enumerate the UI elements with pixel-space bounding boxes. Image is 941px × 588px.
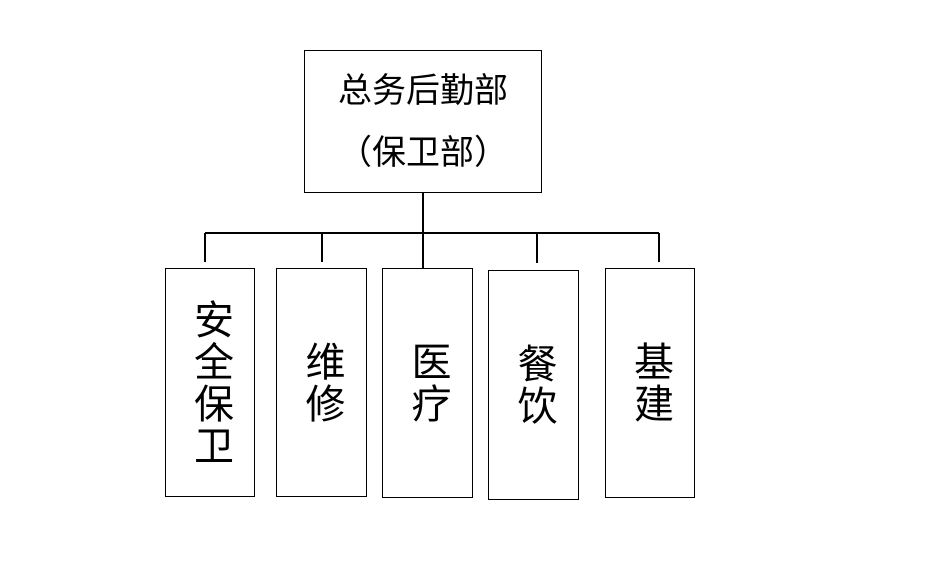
- child-node-construction: 基建: [605, 268, 695, 498]
- child-node-security: 安全保卫: [165, 268, 255, 497]
- child-node-maintenance: 维修: [276, 268, 367, 497]
- child-node-label: 维修: [298, 340, 345, 425]
- child-node-label: 安全保卫: [187, 298, 233, 467]
- child-node-catering: 餐饮: [488, 270, 579, 500]
- root-node-subtitle: （保卫部）: [338, 132, 508, 173]
- root-node-box: 总务后勤部 （保卫部）: [304, 50, 542, 193]
- child-node-medical: 医疗: [382, 268, 473, 498]
- child-node-label: 餐饮: [510, 343, 557, 427]
- root-node-title: 总务后勤部: [338, 70, 508, 111]
- child-node-label: 医疗: [404, 341, 451, 425]
- child-node-label: 基建: [627, 341, 673, 425]
